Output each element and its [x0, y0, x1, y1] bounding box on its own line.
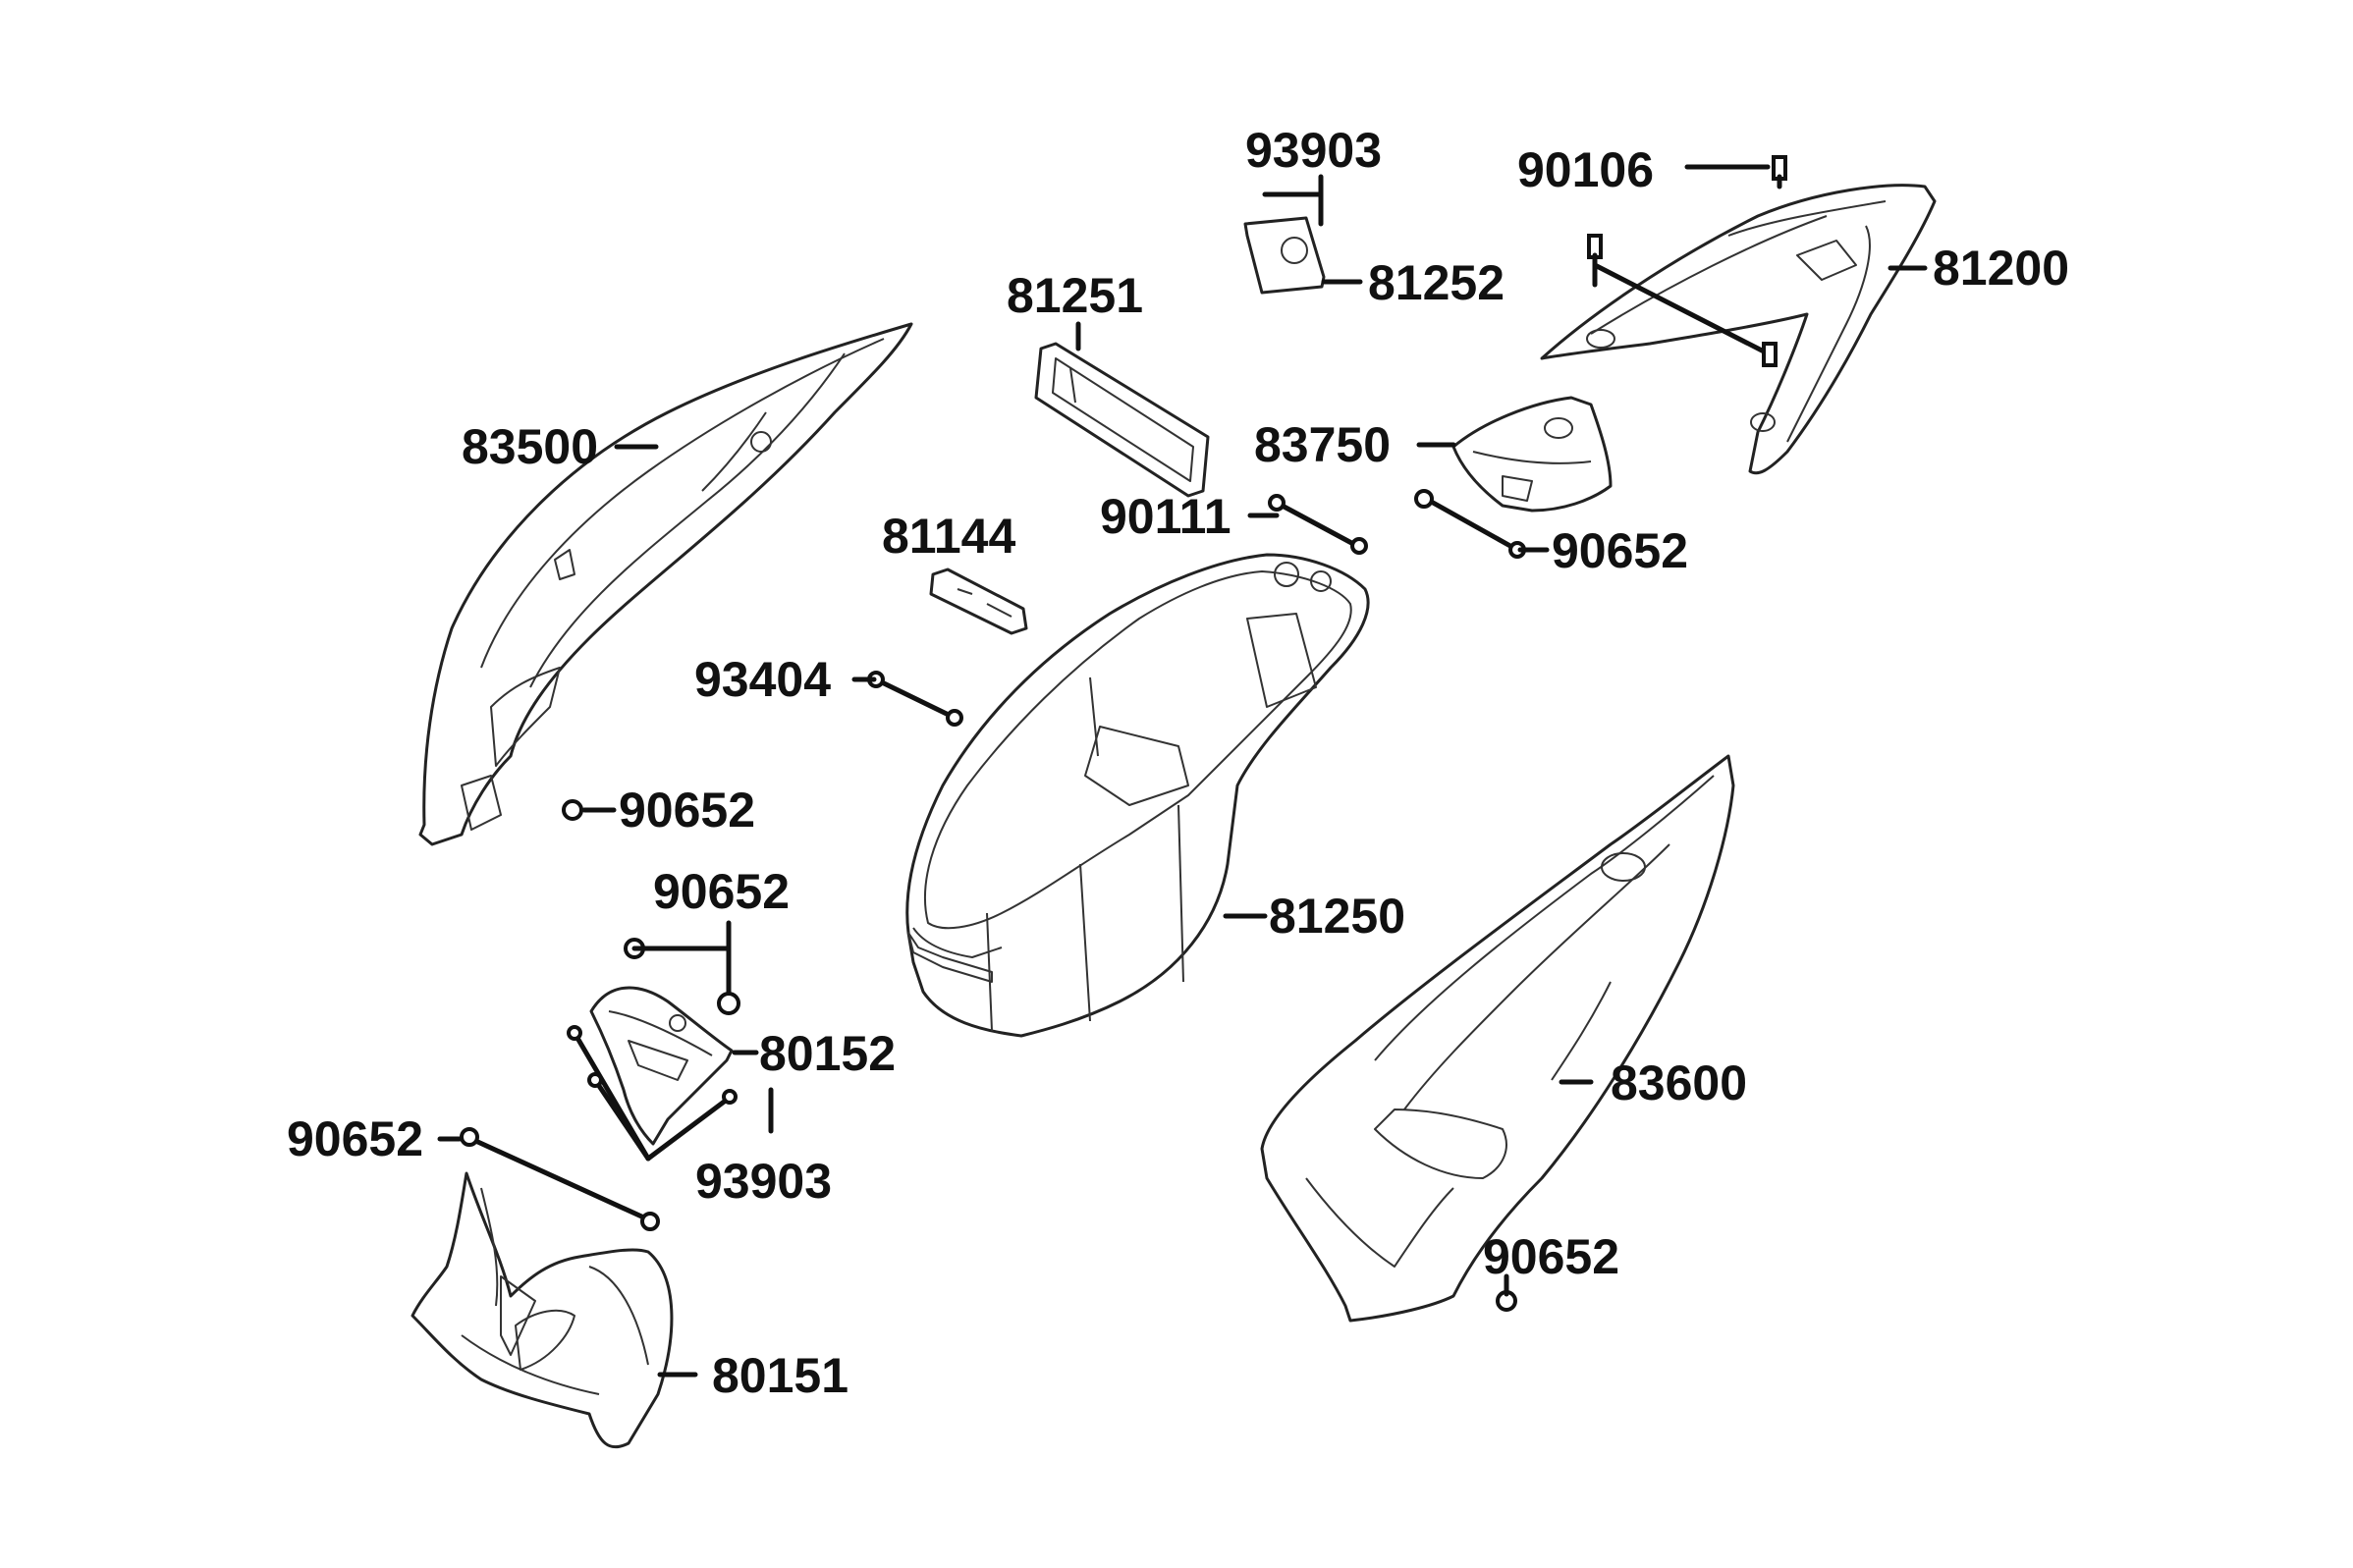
part-81251-frame [1034, 342, 1210, 498]
part-83500-left-side-cover [418, 322, 913, 846]
label-90652-right: 90652 [1552, 523, 1688, 578]
label-90652-bottom: 90652 [287, 1111, 423, 1166]
part-80152-front-bracket [589, 986, 734, 1146]
label-81251: 81251 [1007, 268, 1143, 323]
label-81144: 81144 [882, 509, 1015, 564]
part-83600-right-side-cover [1260, 754, 1735, 1323]
part-80151-front-shield [410, 1171, 674, 1449]
label-83500: 83500 [462, 419, 598, 474]
label-90111: 90111 [1100, 489, 1231, 544]
label-81200: 81200 [1933, 241, 2069, 296]
label-80152: 80152 [759, 1026, 896, 1081]
part-labels: 93903 90106 81252 81200 81251 83500 8375… [287, 123, 2069, 1403]
label-83600: 83600 [1611, 1055, 1747, 1110]
label-81250: 81250 [1269, 889, 1405, 944]
part-81252-plate [1243, 216, 1326, 295]
label-leaders [437, 164, 1928, 1378]
label-81252: 81252 [1368, 255, 1505, 310]
label-90652-mid: 90652 [653, 864, 790, 919]
part-83750-inner-cover [1451, 396, 1613, 513]
label-90652-left: 90652 [619, 783, 755, 838]
part-81250-luggage-box [905, 553, 1370, 1038]
part-81144-nameplate [929, 568, 1028, 635]
label-93903-bottom: 93903 [695, 1154, 832, 1209]
label-83750: 83750 [1254, 417, 1391, 472]
label-80151: 80151 [712, 1348, 848, 1403]
label-90106: 90106 [1517, 142, 1654, 197]
label-90652-lower: 90652 [1483, 1229, 1619, 1284]
label-93404: 93404 [694, 652, 831, 707]
hardware [460, 155, 1787, 1312]
label-93903-top: 93903 [1245, 123, 1382, 178]
